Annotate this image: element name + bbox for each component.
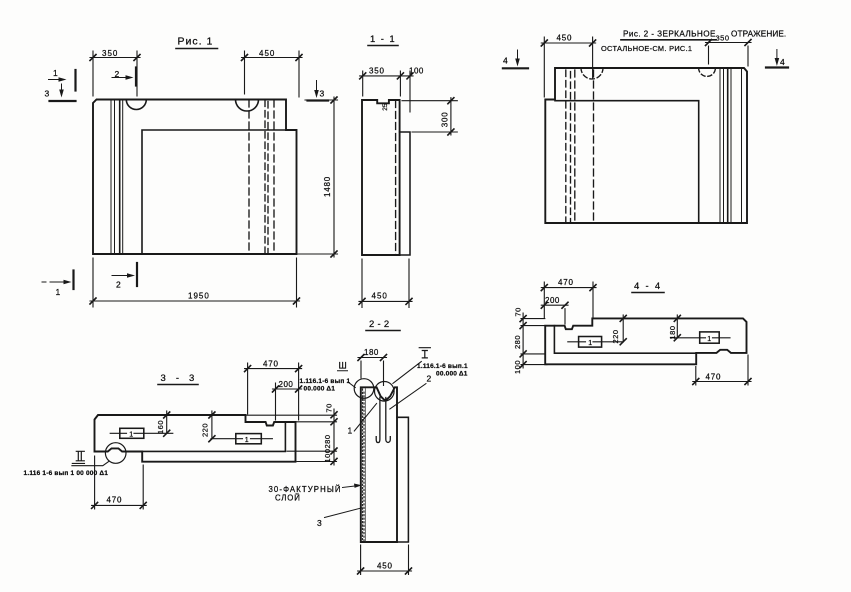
svg-text:3: 3 [320, 89, 325, 99]
svg-text:350: 350 [102, 49, 118, 58]
svg-text:2: 2 [115, 69, 120, 79]
svg-text:470: 470 [558, 278, 574, 287]
svg-text:3: 3 [317, 518, 322, 528]
svg-text:3: 3 [45, 89, 50, 99]
svg-text:180: 180 [668, 325, 677, 339]
svg-text:70: 70 [514, 307, 523, 316]
svg-text:30-ФАКТУРНЫЙ: 30-ФАКТУРНЫЙ [269, 485, 342, 494]
svg-text:200: 200 [279, 380, 294, 389]
svg-text:Рис. 2 - ЗЕРКАЛЬНОЕ: Рис. 2 - ЗЕРКАЛЬНОЕ [623, 30, 716, 39]
svg-text:2: 2 [116, 280, 121, 290]
svg-text:350: 350 [369, 67, 385, 76]
svg-text:1: 1 [53, 68, 58, 78]
svg-text:470: 470 [107, 496, 123, 505]
svg-text:ОСТАЛЬНОЕ-СМ. РИС.1: ОСТАЛЬНОЕ-СМ. РИС.1 [601, 44, 692, 53]
svg-text:4: 4 [780, 57, 785, 67]
svg-text:200: 200 [545, 296, 560, 305]
svg-text:1.116 1-6 вып 1 00 000 Δ1: 1.116 1-6 вып 1 00 000 Δ1 [24, 470, 109, 477]
svg-text:1480: 1480 [323, 176, 332, 197]
svg-text:25: 25 [382, 103, 389, 111]
svg-text:280: 280 [323, 434, 332, 448]
svg-text:СЛОЙ: СЛОЙ [275, 494, 301, 503]
svg-text:450: 450 [377, 562, 393, 571]
svg-text:450: 450 [557, 34, 573, 43]
svg-text:100: 100 [323, 448, 332, 462]
svg-text:280: 280 [513, 335, 522, 349]
svg-text:2: 2 [427, 374, 432, 384]
svg-text:00.000 Δ1: 00.000 Δ1 [436, 371, 468, 378]
svg-text:180: 180 [364, 348, 379, 357]
svg-text:1: 1 [129, 432, 133, 439]
svg-text:350: 350 [716, 34, 730, 43]
svg-text:1950: 1950 [188, 292, 210, 301]
svg-text:100: 100 [409, 67, 424, 76]
svg-text:300: 300 [441, 111, 450, 127]
svg-text:450: 450 [372, 292, 388, 301]
svg-text:ОТРАЖЕНИЕ.: ОТРАЖЕНИЕ. [731, 30, 786, 39]
svg-text:1: 1 [588, 340, 592, 347]
svg-text:2 - 2: 2 - 2 [369, 319, 390, 330]
svg-text:1.116.1-6 вып 1: 1.116.1-6 вып 1 [300, 378, 351, 385]
svg-text:4 - 4: 4 - 4 [634, 281, 662, 292]
svg-text:Ш: Ш [339, 361, 347, 371]
svg-text:1: 1 [245, 437, 249, 444]
svg-text:4: 4 [503, 56, 508, 66]
svg-text:450: 450 [259, 49, 275, 58]
svg-text:220: 220 [200, 423, 209, 437]
svg-text:1: 1 [348, 426, 353, 436]
svg-text:1: 1 [56, 287, 61, 297]
svg-text:470: 470 [706, 373, 722, 382]
svg-text:1 - 1: 1 - 1 [370, 34, 396, 45]
svg-text:3 - 3: 3 - 3 [161, 373, 199, 384]
svg-text:220: 220 [611, 329, 620, 343]
svg-text:00.000 Δ1: 00.000 Δ1 [304, 385, 336, 392]
svg-text:1: 1 [707, 336, 711, 343]
svg-text:70: 70 [325, 403, 334, 412]
svg-text:Рис. 1: Рис. 1 [178, 36, 214, 48]
svg-text:160: 160 [156, 420, 165, 434]
svg-text:100: 100 [513, 360, 522, 374]
svg-text:470: 470 [263, 360, 279, 369]
svg-text:1.116.1-6 вып.1: 1.116.1-6 вып.1 [417, 363, 468, 370]
